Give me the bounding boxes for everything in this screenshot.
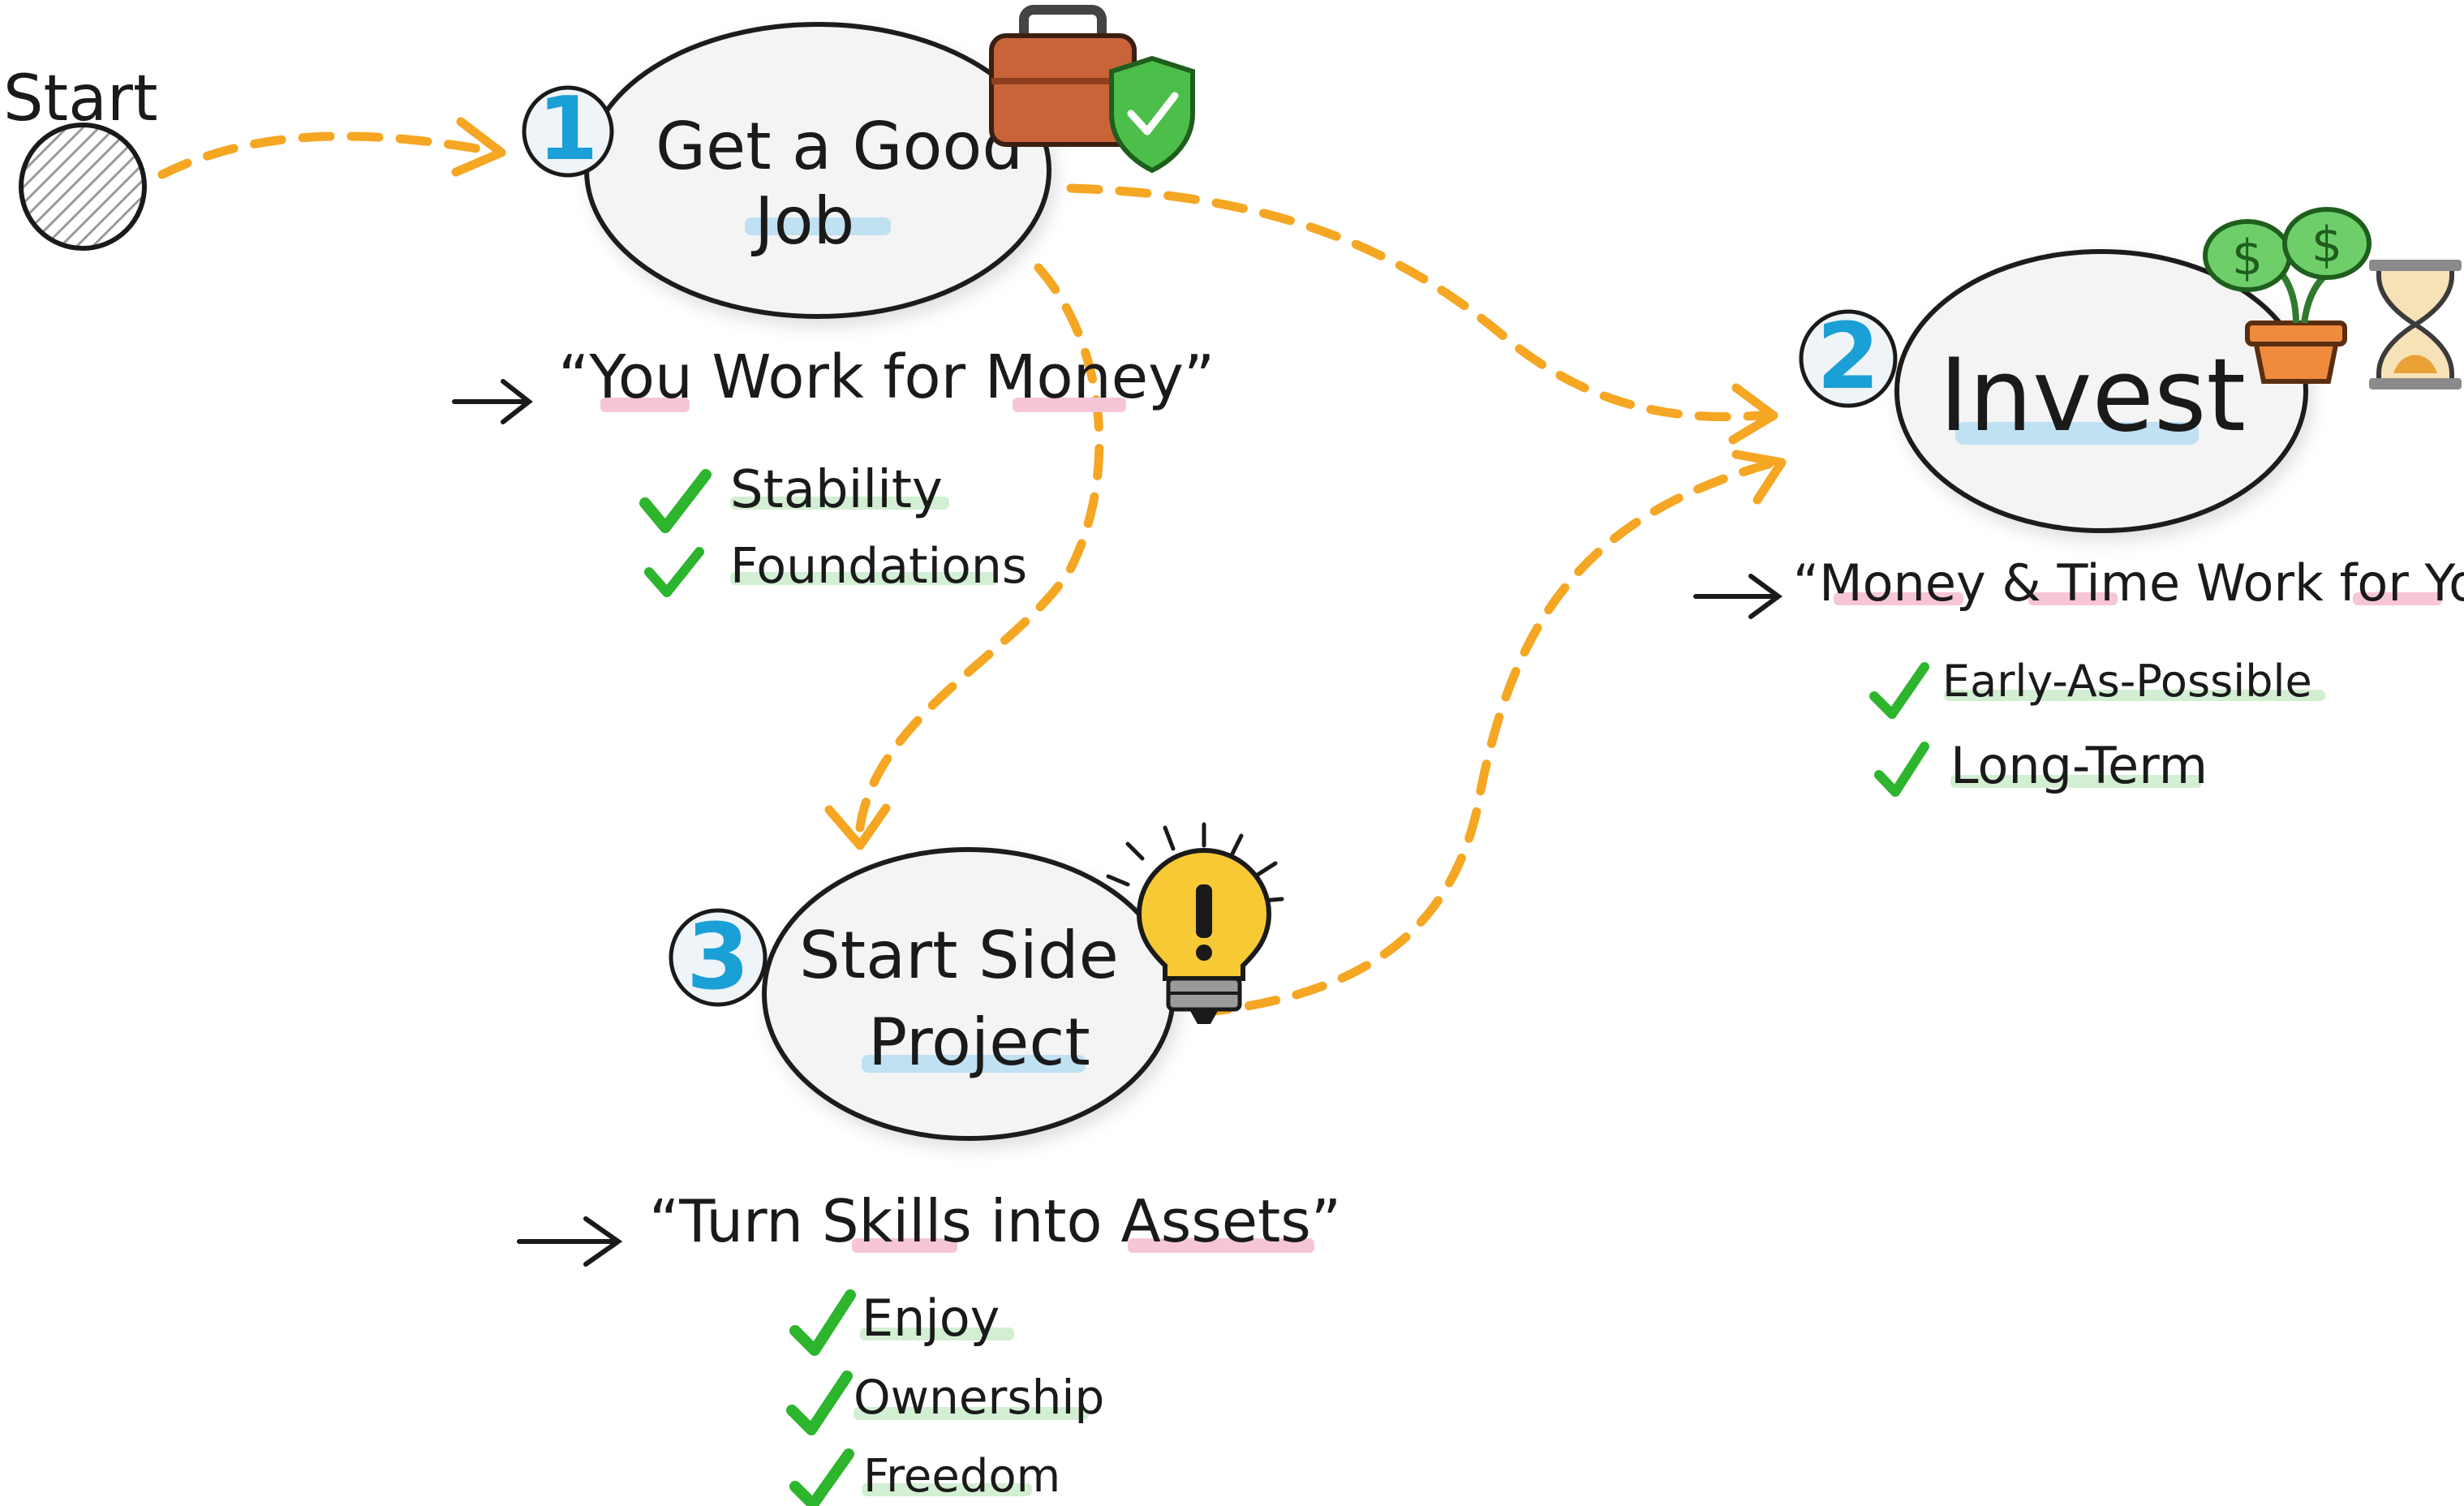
step-job-title-highlight [745, 217, 891, 235]
step-job-quote-highlight [600, 398, 690, 412]
check-icon [644, 547, 704, 597]
step-invest-quote-highlight-3 [2353, 592, 2442, 605]
step-job-quote-arrow-icon [452, 379, 533, 424]
svg-text:$: $ [2232, 230, 2263, 286]
benefit-label: Long-Term [1950, 736, 2208, 795]
benefit-label: Early-As-Possible [1942, 656, 2312, 707]
arrow-start-to-job-head [451, 117, 506, 177]
money-plant-hourglass-icon: $ $ [2203, 207, 2462, 389]
benefit-item: Enjoy [789, 1289, 1014, 1356]
benefit-label: Enjoy [862, 1289, 1000, 1348]
check-icon [1869, 662, 1929, 719]
step-invest-title-highlight [1955, 422, 2199, 445]
step-job: 1 Get a Good Job “You Work for Money” St… [452, 5, 1215, 597]
step-invest-quote: “Money & Time Work for You” [1793, 553, 2464, 613]
check-icon [1874, 742, 1929, 797]
benefit-item: Foundations [644, 538, 1027, 597]
step-invest-quote-highlight-2 [2028, 592, 2118, 605]
benefit-item: Stability [639, 460, 949, 533]
step-invest-quote-arrow-icon [1693, 574, 1783, 619]
arrow-job-to-side-project [855, 263, 1104, 833]
step-invest-number-badge [1799, 309, 1898, 408]
step-job-number-badge [522, 85, 614, 178]
step-side-project-quote-highlight [852, 1238, 957, 1253]
step-side-project-title-line1: Start Side [799, 918, 1119, 993]
step-side-project-quote-highlight-2 [1128, 1238, 1314, 1253]
start-node: Start [3, 62, 158, 251]
step-invest-circle [1894, 249, 2308, 533]
step-side-project-circle [762, 847, 1176, 1141]
step-side-project-title-highlight [862, 1055, 1086, 1073]
benefit-label: Stability [730, 460, 943, 520]
step-invest-benefits: Early-As-Possible Long-Term [1869, 656, 2325, 797]
step-side-project: 3 Start Side Project “Turn [517, 822, 1341, 1506]
step-job-title-line1: Get a Good [656, 109, 1023, 184]
lightbulb-icon [1106, 822, 1284, 1024]
step-job-quote-highlight-2 [1013, 398, 1126, 412]
arrow-side-project-to-invest-head [1731, 450, 1787, 505]
step-invest: 2 Invest $ $ “Money & Time Work for You” [1693, 207, 2464, 797]
benefit-label: Freedom [863, 1450, 1060, 1503]
arrow-job-to-side-project-head [824, 803, 891, 850]
step-side-project-title-line2: Project [868, 1005, 1090, 1080]
arrow-job-to-invest-head [1728, 383, 1778, 445]
step-invest-title: Invest [1939, 338, 2246, 454]
benefit-item: Long-Term [1874, 736, 2208, 797]
check-icon [786, 1370, 853, 1435]
arrow-start-to-job [157, 131, 492, 179]
step-job-number: 1 [537, 79, 598, 180]
step-job-benefits: Stability Foundations [639, 460, 1027, 597]
step-invest-quote-highlight [1834, 592, 1963, 605]
step-job-quote: “You Work for Money” [558, 342, 1215, 412]
svg-text:$: $ [2311, 217, 2342, 273]
check-icon [639, 469, 712, 533]
arrow-side-project-to-invest [1196, 459, 1774, 1018]
step-side-project-benefits: Enjoy Ownership Freedom [786, 1289, 1104, 1506]
step-side-project-number-badge [669, 908, 768, 1007]
benefit-label: Ownership [854, 1370, 1104, 1425]
benefit-label: Foundations [730, 538, 1027, 595]
briefcase-shield-icon [989, 5, 1195, 174]
benefit-item: Ownership [786, 1370, 1104, 1435]
check-icon [789, 1448, 854, 1506]
check-icon [789, 1289, 856, 1356]
step-invest-number: 2 [1817, 304, 1880, 410]
step-side-project-number: 3 [686, 905, 750, 1010]
step-job-title-line2: Job [750, 183, 854, 259]
step-side-project-quote: “Turn Skills into Assets” [649, 1187, 1341, 1255]
benefit-item: Early-As-Possible [1869, 656, 2325, 719]
flow-arrows [157, 117, 1787, 1018]
step-side-project-quote-arrow-icon [517, 1216, 623, 1267]
benefit-item: Freedom [789, 1448, 1060, 1506]
arrow-job-to-invest [1066, 183, 1765, 422]
start-circle [19, 123, 147, 251]
